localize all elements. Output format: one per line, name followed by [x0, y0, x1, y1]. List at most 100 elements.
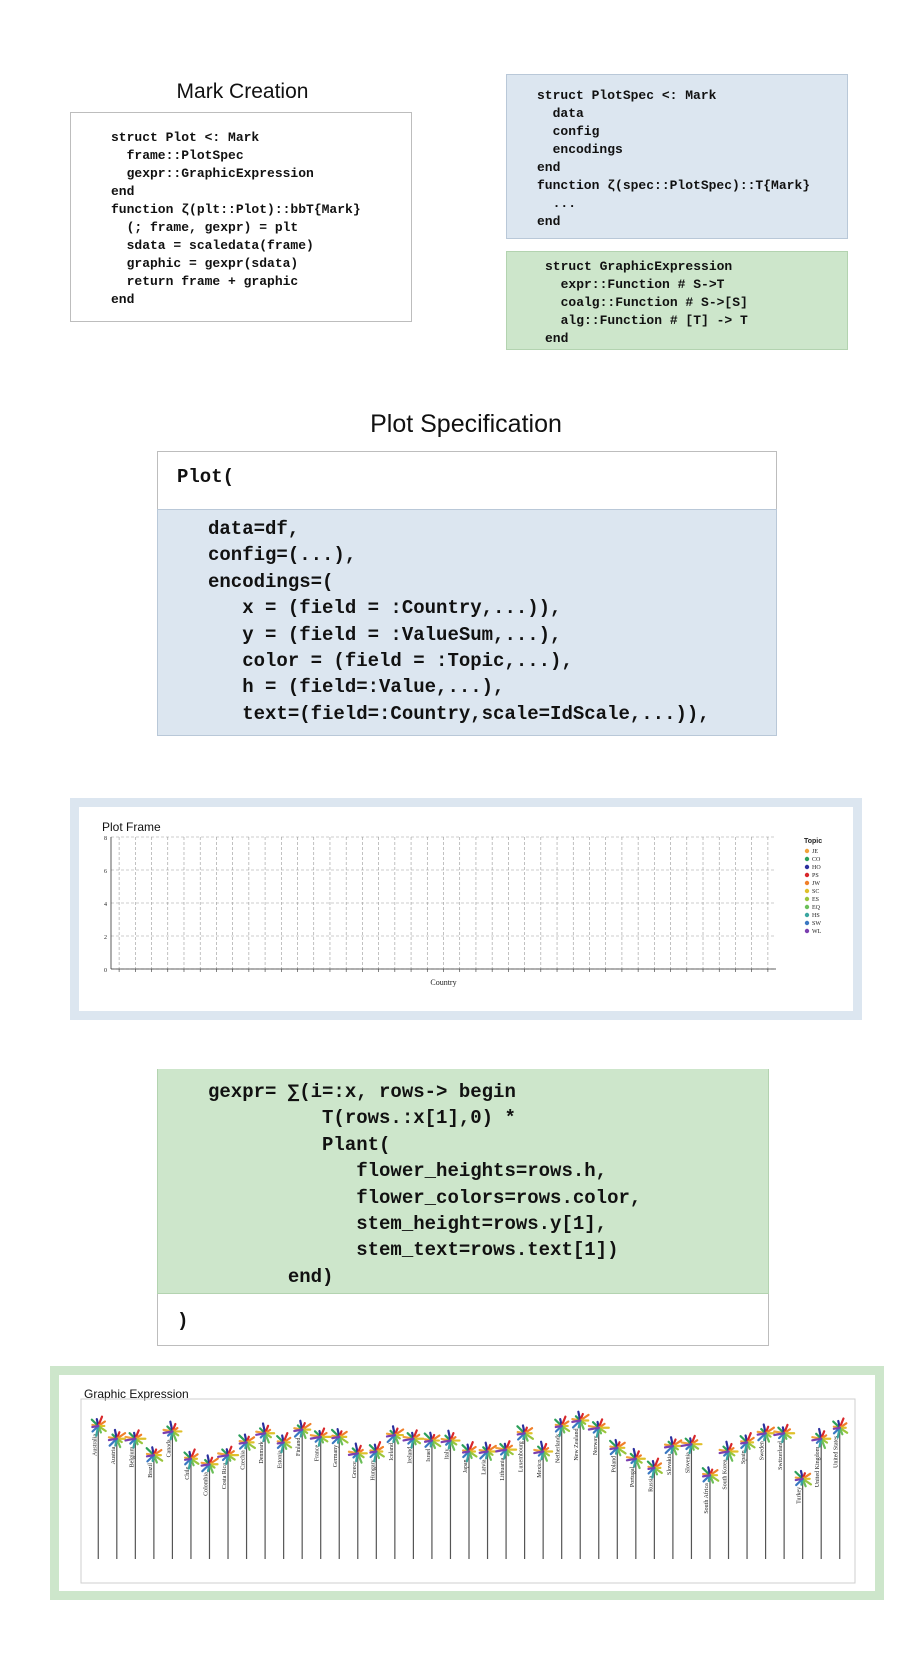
plant-stem-label: Spain: [741, 1450, 747, 1464]
plant-stem-label: United States: [834, 1435, 840, 1468]
plot-close-box: ): [157, 1294, 769, 1346]
legend-label: JE: [812, 849, 818, 855]
graphic-expression-title: Graphic Expression: [84, 1387, 189, 1401]
plant-stem-label: Canada: [166, 1439, 172, 1457]
code-line: struct PlotSpec <: Mark: [537, 88, 717, 103]
flower-petal: [200, 1463, 211, 1467]
code-line: text=(field=:Country,scale=IdScale,...))…: [208, 702, 710, 725]
plant-stem-label: Luxembourg: [519, 1441, 525, 1472]
plant-stem-label: Turkey: [797, 1487, 803, 1504]
plant-stem-label: Austria: [111, 1446, 117, 1464]
flower-petal: [293, 1428, 304, 1433]
flower-petal: [440, 1439, 452, 1444]
flower-petal: [276, 1441, 285, 1445]
plant-stem-label: Costa Rica: [222, 1463, 228, 1489]
plant-stem-label: Portugal: [630, 1466, 636, 1487]
flower-petal: [609, 1446, 619, 1451]
code-line: coalg::Function # S->[S]: [545, 295, 748, 310]
code-line: ...: [537, 196, 577, 211]
code-line: function ζ(spec::PlotSpec)::T{Mark}: [537, 178, 811, 193]
flower-petal: [516, 1432, 526, 1436]
code-line: end: [111, 184, 135, 199]
plotspec-struct-code: struct PlotSpec <: Mark data config enco…: [537, 87, 810, 231]
flower-petal: [832, 1426, 841, 1430]
plot-spec-args-code: data=df, config=(...), encodings=( x = (fi…: [208, 516, 710, 727]
plant-stem-label: Colombia: [203, 1472, 209, 1496]
flower-petal: [773, 1432, 786, 1437]
plot-spec-args-box: data=df, config=(...), encodings=( x = (fi…: [157, 509, 777, 736]
flower-petal: [385, 1433, 396, 1438]
plotspec-struct-box: struct PlotSpec <: Mark data config enco…: [506, 74, 848, 239]
y-tick-label: 6: [104, 869, 107, 875]
plant-stem-label: Latvia: [482, 1459, 488, 1475]
plant-stem-label: Switzerland: [778, 1441, 784, 1470]
flower-petal: [217, 1454, 230, 1458]
flower-petal: [647, 1466, 656, 1471]
flower-petal: [571, 1419, 582, 1423]
legend-label: HO: [812, 865, 821, 871]
plant-stem-label: Netherlands: [556, 1433, 562, 1463]
mark-creation-code-box: struct Plot <: Mark frame::PlotSpec gexp…: [70, 112, 412, 322]
x-axis-label: Country: [430, 978, 456, 987]
code-line: struct GraphicExpression: [545, 259, 733, 274]
flower-petal: [680, 1443, 693, 1448]
y-tick-label: 4: [104, 902, 107, 908]
plot-open: Plot(: [177, 466, 235, 488]
plant-stem-label: Norway: [593, 1436, 599, 1455]
plant-stem-label: Russia: [648, 1476, 654, 1492]
plant-stem-label: Iceland: [389, 1443, 395, 1461]
code-line: color = (field = :Topic,...),: [208, 650, 573, 673]
code-line: end: [537, 160, 561, 175]
code-line: data: [537, 106, 584, 121]
y-tick-label: 2: [104, 935, 107, 941]
code-line: x = (field = :Country,...)),: [208, 597, 562, 620]
code-line: alg::Function # [T] -> T: [545, 313, 748, 328]
plot-close: ): [177, 1310, 189, 1332]
code-line: gexpr::GraphicExpression: [111, 166, 314, 181]
plot-spec-title: Plot Specification: [370, 410, 562, 438]
code-line: end: [537, 214, 561, 229]
plant-stem-label: Hungary: [370, 1459, 376, 1480]
flower-petal: [124, 1437, 137, 1442]
code-line: frame::PlotSpec: [111, 148, 244, 163]
code-line: gexpr= ∑(i=:x, rows-> begin: [208, 1081, 516, 1103]
legend-label: CO: [812, 857, 821, 863]
gexpr-struct-box: struct GraphicExpression expr::Function …: [506, 251, 848, 350]
mark-creation-code: struct Plot <: Mark frame::PlotSpec gexp…: [111, 129, 361, 309]
flower-petal: [162, 1430, 174, 1435]
code-line: config=(...),: [208, 544, 357, 567]
code-line: encodings: [537, 142, 623, 157]
plant-stem-label: Lithuania: [500, 1457, 506, 1480]
legend-label: SC: [812, 889, 819, 895]
flower-petal: [740, 1441, 749, 1445]
flower-petal: [554, 1424, 563, 1429]
legend-title: Topic: [804, 838, 822, 845]
legend-label: JW: [812, 881, 820, 887]
gexpr-code: gexpr= ∑(i=:x, rows-> begin T(rows.:x[1]…: [208, 1079, 641, 1290]
plant-stem-label: Israel: [426, 1448, 432, 1462]
plant-stem-label: South Korea: [723, 1459, 729, 1489]
code-line: end: [111, 292, 135, 307]
code-line: return frame + graphic: [111, 274, 299, 289]
flower-petal: [701, 1474, 712, 1478]
legend-swatch: [804, 904, 810, 910]
plant-stem-label: Slovakia: [667, 1454, 673, 1475]
flower-petal: [478, 1450, 489, 1454]
plant-stem-label: United Kingdom: [815, 1446, 821, 1487]
code-line: data=df,: [208, 518, 300, 540]
flower-petal: [183, 1457, 193, 1461]
gexpr-struct-code: struct GraphicExpression expr::Function …: [545, 258, 748, 348]
plant-stem-label: Italy: [444, 1449, 450, 1460]
code-line: (; frame, gexpr) = plt: [111, 220, 299, 235]
code-line: encodings=(: [208, 570, 334, 593]
legend-swatch: [804, 888, 810, 894]
flower-petal: [718, 1450, 730, 1455]
plant-stem-label: Chile: [185, 1466, 191, 1479]
code-line: Plant(: [208, 1133, 391, 1156]
flower-petal: [756, 1432, 767, 1436]
code-line: stem_text=rows.text[1]): [208, 1239, 619, 1262]
flower-petal: [331, 1435, 341, 1440]
